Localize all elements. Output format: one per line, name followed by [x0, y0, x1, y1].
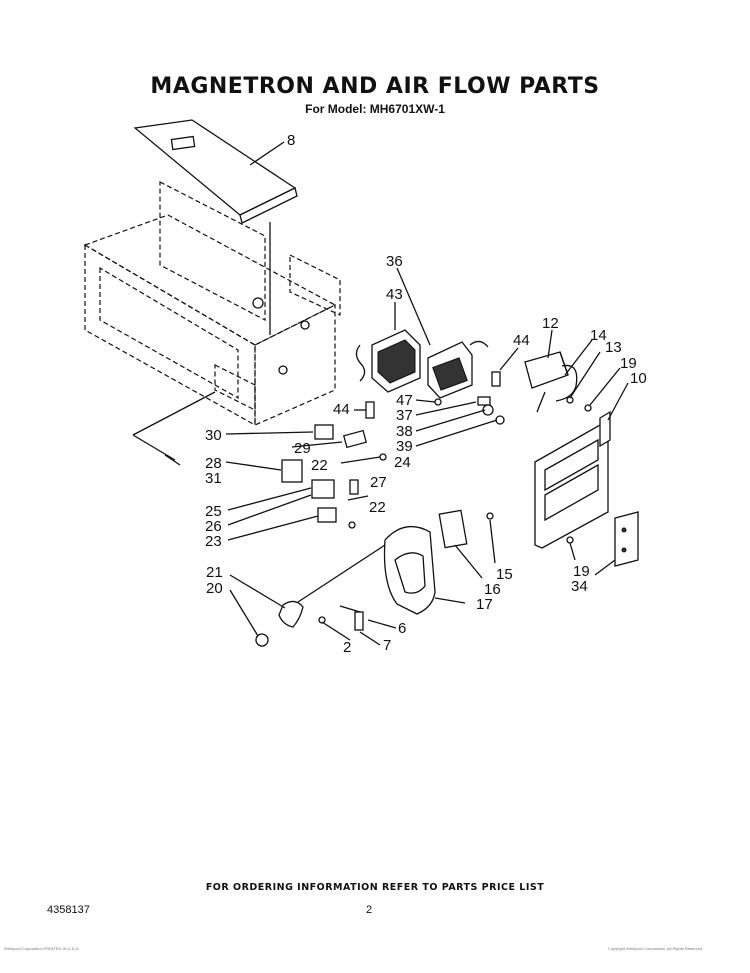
callout-31: 31 — [205, 470, 222, 487]
fine-print-right: Copyright Whirlpool Corporation. All Rig… — [608, 946, 703, 951]
callout-44b: 44 — [333, 401, 350, 418]
cavity-housing — [83, 181, 341, 427]
ordering-note: FOR ORDERING INFORMATION REFER TO PARTS … — [205, 882, 545, 893]
callout-labels: 8 36 43 44 12 14 13 19 10 47 37 38 39 44… — [205, 132, 647, 656]
callout-8: 8 — [287, 132, 295, 149]
callout-22: 22 — [311, 457, 328, 474]
capacitor-part — [524, 351, 592, 413]
callout-20: 20 — [206, 580, 223, 597]
callout-29: 29 — [294, 440, 311, 457]
callout-2: 2 — [343, 639, 351, 656]
model-subtitle: For Model: MH6701XW-1 — [305, 102, 445, 116]
callout-44: 44 — [513, 332, 530, 349]
callout-27: 27 — [370, 474, 387, 491]
callout-25: 25 — [205, 503, 222, 520]
fan-duct-assembly — [255, 509, 494, 647]
callout-6: 6 — [398, 620, 406, 637]
callout-10: 10 — [630, 370, 647, 387]
transformer-assembly — [355, 329, 501, 419]
switch-components — [164, 424, 387, 529]
vent-cover-part — [133, 119, 298, 224]
callout-19b: 19 — [573, 563, 590, 580]
callout-47: 47 — [396, 392, 413, 409]
callout-39: 39 — [396, 438, 413, 455]
fine-print-left: Whirlpool Corporation PRINTED IN U.S.A. — [4, 946, 80, 951]
callout-22b: 22 — [369, 499, 386, 516]
callout-30: 30 — [205, 427, 222, 444]
callout-13: 13 — [605, 339, 622, 356]
callout-14: 14 — [590, 327, 607, 344]
callout-23: 23 — [205, 533, 222, 550]
callout-24: 24 — [394, 454, 411, 471]
callout-12: 12 — [542, 315, 559, 332]
callout-19: 19 — [620, 355, 637, 372]
callout-38: 38 — [396, 423, 413, 440]
callout-43: 43 — [386, 286, 403, 303]
small-hardware — [434, 396, 505, 425]
callout-37: 37 — [396, 407, 413, 424]
callout-17: 17 — [476, 596, 493, 613]
callout-15: 15 — [496, 566, 513, 583]
leader-lines — [132, 141, 629, 646]
page-number: 2 — [366, 904, 373, 916]
mounting-bracket — [534, 410, 639, 567]
callout-26: 26 — [205, 518, 222, 535]
callout-16: 16 — [484, 581, 501, 598]
callout-7: 7 — [383, 637, 391, 654]
document-number: 4358137 — [47, 904, 90, 916]
callout-28: 28 — [205, 455, 222, 472]
callout-34: 34 — [571, 578, 588, 595]
callout-36: 36 — [386, 253, 403, 270]
callout-21: 21 — [206, 564, 223, 581]
diagram-title: MAGNETRON AND AIR FLOW PARTS — [150, 74, 600, 99]
